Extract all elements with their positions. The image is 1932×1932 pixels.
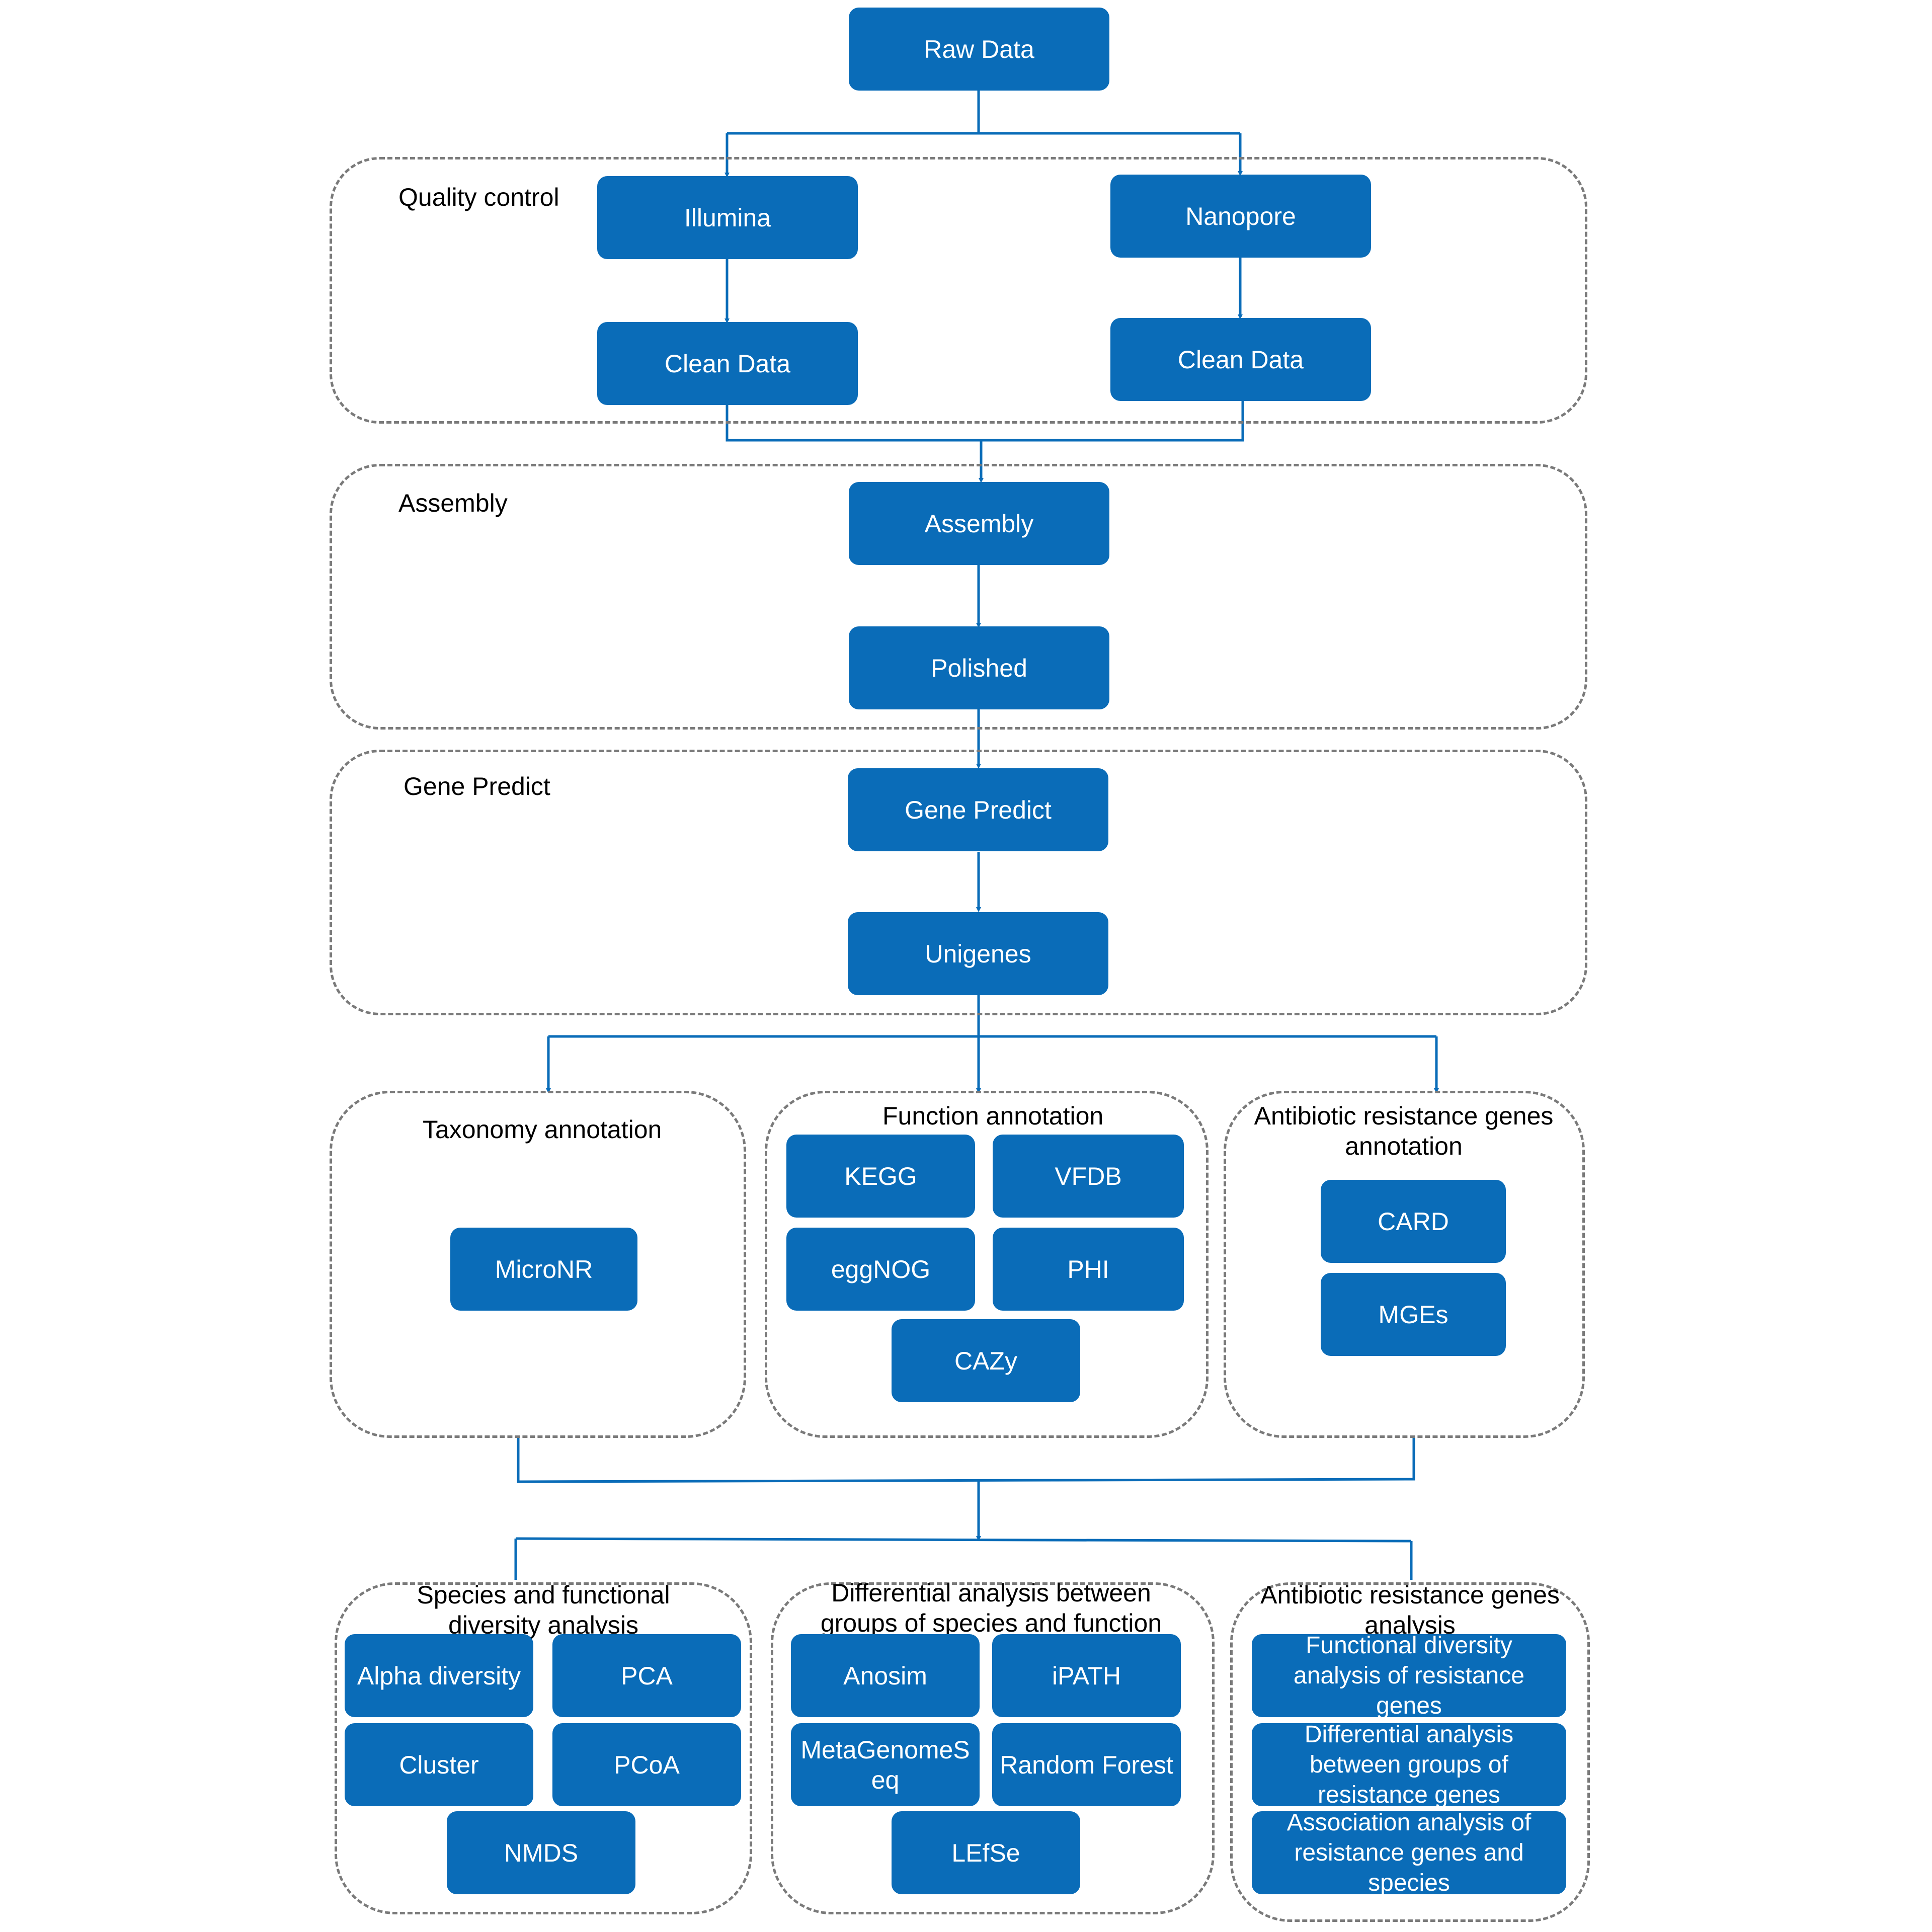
group-label-diversity-analysis: Species and functional diversity analysi… bbox=[417, 1581, 670, 1639]
node-micronr[interactable]: MicroNR bbox=[450, 1228, 637, 1311]
node-metagenomeseq[interactable]: MetaGenomeSeq bbox=[791, 1723, 980, 1806]
connector-analysis-split bbox=[515, 1537, 1412, 1543]
node-gene-predict[interactable]: Gene Predict bbox=[848, 768, 1108, 851]
group-label-gene-predict: Gene Predict bbox=[404, 772, 550, 800]
group-function-annotation bbox=[765, 1091, 1209, 1438]
group-taxonomy-annotation bbox=[330, 1091, 746, 1438]
group-arg-annotation bbox=[1224, 1091, 1585, 1438]
node-card[interactable]: CARD bbox=[1321, 1180, 1506, 1263]
node-nanopore[interactable]: Nanopore bbox=[1110, 175, 1371, 258]
group-label-function-annotation: Function annotation bbox=[882, 1102, 1104, 1130]
node-illumina[interactable]: Illumina bbox=[597, 176, 858, 259]
node-ipath[interactable]: iPATH bbox=[992, 1634, 1181, 1717]
node-lefse[interactable]: LEfSe bbox=[892, 1811, 1080, 1894]
node-cazy[interactable]: CAZy bbox=[892, 1319, 1080, 1402]
node-vfdb[interactable]: VFDB bbox=[993, 1135, 1184, 1218]
node-pca[interactable]: PCA bbox=[552, 1634, 741, 1717]
node-eggnog[interactable]: eggNOG bbox=[786, 1228, 975, 1311]
node-assembly[interactable]: Assembly bbox=[849, 482, 1109, 565]
group-label-arg-annotation: Antibiotic resistance genes annotation bbox=[1254, 1102, 1554, 1160]
group-label-taxonomy-annotation: Taxonomy annotation bbox=[423, 1115, 662, 1144]
group-label-differential-analysis: Differential analysis between groups of … bbox=[820, 1579, 1162, 1637]
node-cluster[interactable]: Cluster bbox=[345, 1723, 533, 1806]
group-assembly bbox=[330, 464, 1587, 730]
node-alpha-diversity[interactable]: Alpha diversity bbox=[345, 1634, 533, 1717]
group-arg-analysis bbox=[1230, 1582, 1590, 1922]
node-random-forest[interactable]: Random Forest bbox=[992, 1723, 1181, 1806]
node-mges[interactable]: MGEs bbox=[1321, 1273, 1506, 1356]
node-pcoa[interactable]: PCoA bbox=[552, 1723, 741, 1806]
connector-raw-data-split bbox=[727, 91, 1240, 135]
connector-annotation-merge bbox=[517, 1436, 1415, 1483]
connector-unigenes-split bbox=[548, 995, 1436, 1038]
group-differential-analysis bbox=[771, 1582, 1215, 1914]
node-functional-diversity-resistance[interactable]: Functional diversity analysis of resista… bbox=[1252, 1632, 1566, 1719]
group-label-quality-control: Quality control bbox=[398, 183, 559, 211]
node-phi[interactable]: PHI bbox=[993, 1228, 1184, 1311]
node-clean-data-illumina[interactable]: Clean Data bbox=[597, 322, 858, 405]
node-unigenes[interactable]: Unigenes bbox=[848, 912, 1108, 995]
group-diversity-analysis bbox=[335, 1582, 752, 1914]
node-nmds[interactable]: NMDS bbox=[447, 1811, 635, 1894]
group-gene-predict bbox=[330, 750, 1587, 1015]
node-association-resistance-species[interactable]: Association analysis of resistance genes… bbox=[1252, 1809, 1566, 1896]
group-quality-control bbox=[330, 157, 1587, 424]
node-kegg[interactable]: KEGG bbox=[786, 1135, 975, 1218]
node-raw-data[interactable]: Raw Data bbox=[849, 8, 1109, 91]
group-label-assembly: Assembly bbox=[398, 489, 508, 517]
node-anosim[interactable]: Anosim bbox=[791, 1634, 980, 1717]
node-polished[interactable]: Polished bbox=[849, 626, 1109, 709]
node-clean-data-nanopore[interactable]: Clean Data bbox=[1110, 318, 1371, 401]
node-differential-resistance[interactable]: Differential analysis between groups of … bbox=[1252, 1721, 1566, 1808]
